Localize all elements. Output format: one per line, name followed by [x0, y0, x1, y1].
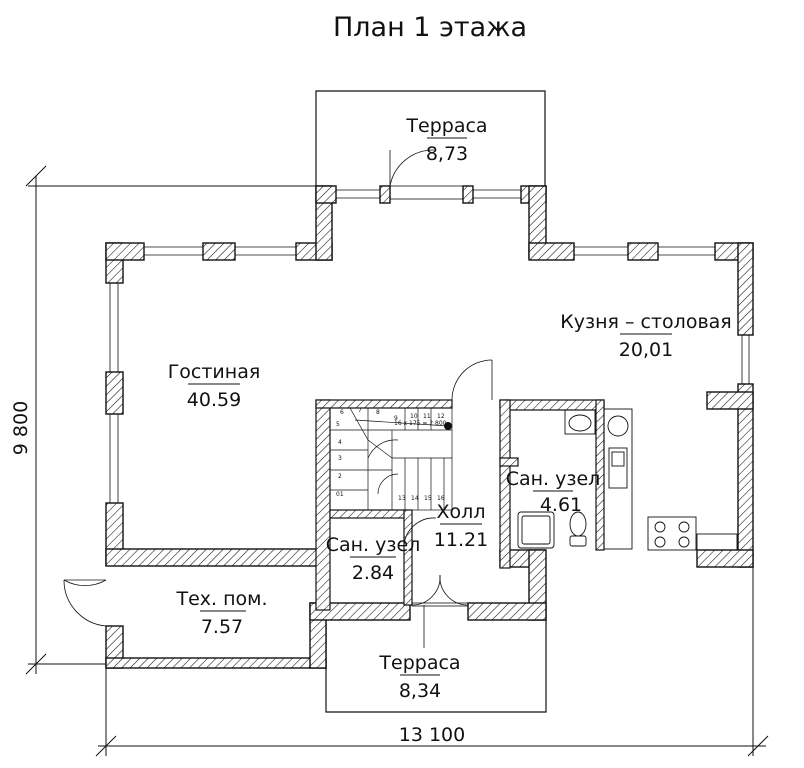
- dimension-height: 9 800: [10, 401, 32, 455]
- room-area-utility-room: 7.57: [201, 616, 243, 638]
- windows: [109, 185, 750, 503]
- room-area-bathroom-right: 4.61: [540, 494, 582, 516]
- stair-step-number: 15: [424, 495, 432, 502]
- room-area-kitchen-dining: 20,01: [619, 339, 673, 361]
- doors: [63, 149, 493, 648]
- stair-step-number: 2: [338, 473, 342, 480]
- stair-marker: [444, 422, 452, 430]
- room-name-terrace-top: Терраса: [405, 115, 487, 137]
- stair-step-numbers: 01 2 3 4 56 7 8 9 10 11 12 13 14 15 16: [336, 407, 445, 502]
- stair-step-number: 10: [410, 413, 418, 420]
- bathtub: [517, 511, 555, 549]
- stair-step-number: 16: [437, 495, 445, 502]
- stair-step-number: 6: [340, 409, 344, 416]
- dimension-lines: [25, 165, 769, 757]
- stair-step-number: 12: [437, 413, 445, 420]
- stair-step-number: 8: [376, 409, 380, 416]
- stair-label: 16 х 175 = 2 800: [394, 420, 447, 427]
- room-area-terrace-top: 8,73: [426, 143, 468, 165]
- staircase: [329, 407, 453, 511]
- stair-step-number: 13: [398, 495, 406, 502]
- room-name-kitchen-dining: Кузня – столовая: [560, 311, 731, 333]
- stair-step-number: 11: [423, 413, 431, 420]
- room-name-bathroom-left: Сан. узел: [326, 534, 421, 556]
- fixtures: [517, 408, 738, 551]
- exterior-walls: [105, 185, 754, 669]
- stair-step-number: 3: [338, 455, 342, 462]
- room-name-hall: Холл: [437, 501, 486, 523]
- room-name-utility-room: Тех. пом.: [175, 588, 267, 610]
- plan-title: План 1 этажа: [333, 12, 527, 43]
- stair-step-number: 4: [338, 439, 342, 446]
- room-area-bathroom-left: 2.84: [352, 562, 394, 584]
- stair-step-number: 9: [394, 415, 398, 422]
- stair-step-number: 7: [358, 407, 362, 414]
- room-area-living-room: 40.59: [187, 389, 241, 411]
- stair-step-number: 5: [336, 421, 340, 428]
- room-name-living-room: Гостиная: [168, 361, 261, 383]
- room-area-hall: 11.21: [434, 529, 488, 551]
- room-name-terrace-bottom: Терраса: [378, 652, 460, 674]
- stair-step-number: 14: [411, 495, 419, 502]
- room-area-terrace-bottom: 8,34: [399, 680, 441, 702]
- room-name-bathroom-right: Сан. узел: [506, 468, 601, 490]
- stair-step-number: 01: [336, 491, 344, 498]
- room-labels: Терраса 8,73 Кузня – столовая 20,01 Гост…: [168, 115, 732, 702]
- dimension-width: 13 100: [399, 724, 465, 746]
- terrace-top-outline: [315, 90, 546, 186]
